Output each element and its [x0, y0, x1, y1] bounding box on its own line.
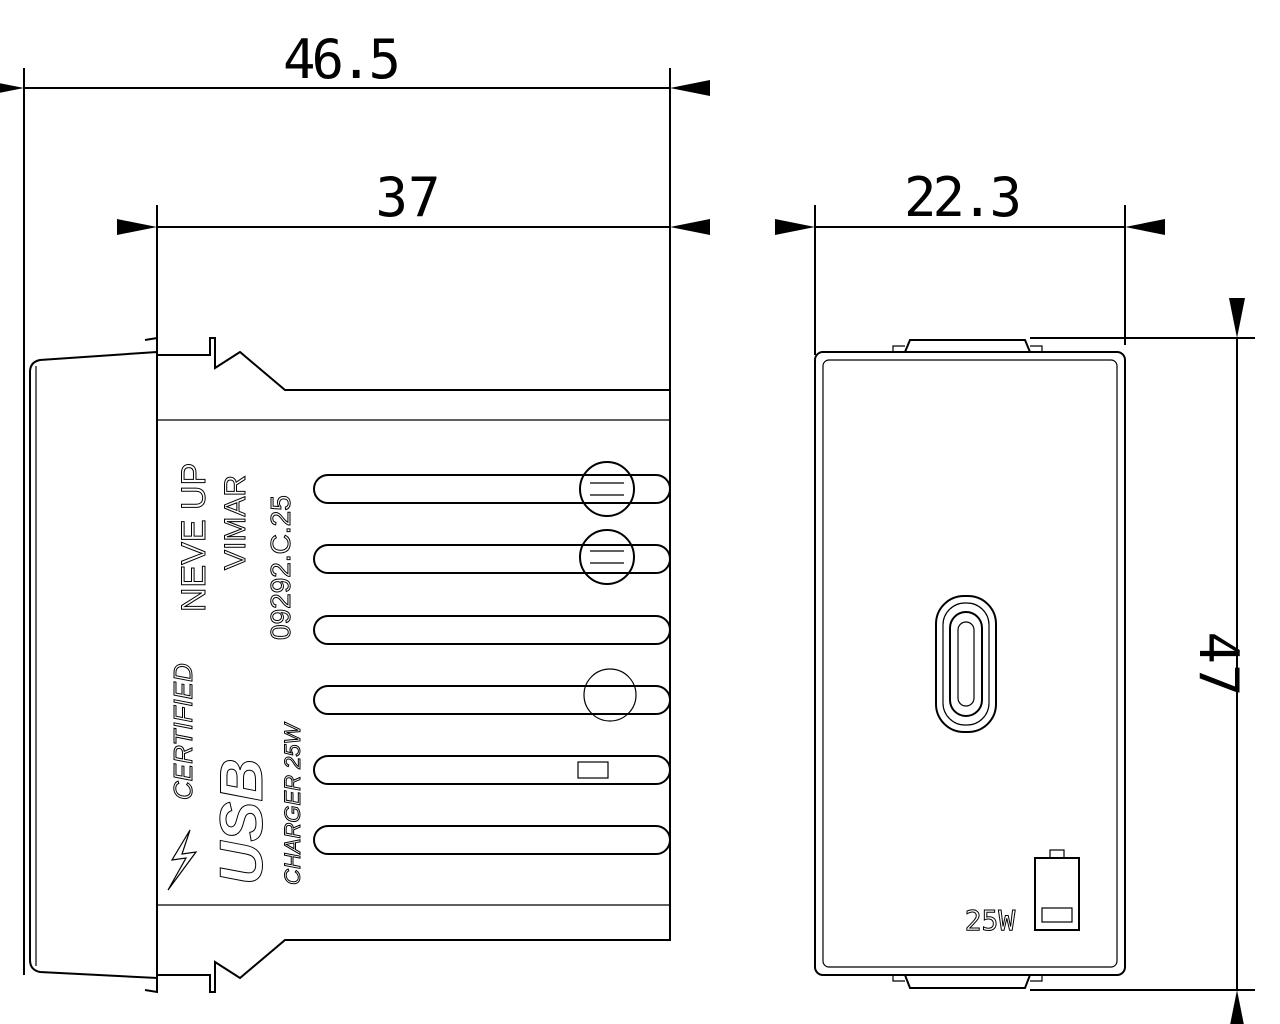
product-markings: NEVE UP VIMAR 09292.C.25 CERTIFIED USB C…: [167, 462, 306, 891]
charger-label: CHARGER 25W: [280, 721, 305, 885]
brand-label: VIMAR: [219, 475, 252, 570]
front-view: 25W: [814, 339, 1126, 989]
dimension-label: 47: [1187, 631, 1250, 696]
terminal-screw-icon: [579, 529, 635, 585]
dimension-label: 37: [375, 166, 440, 229]
dimension-label: 22.3: [904, 166, 1022, 229]
article-code-label: 09292.C.25: [265, 495, 296, 640]
power-rating-label: 25W: [965, 904, 1016, 937]
dimension-body-depth: 37: [117, 166, 710, 340]
battery-icon: [1034, 849, 1080, 931]
side-view: NEVE UP VIMAR 09292.C.25 CERTIFIED USB C…: [29, 336, 671, 994]
usb-c-port-icon: [935, 595, 997, 733]
brand-series-label: NEVE UP: [175, 463, 213, 612]
certified-label: CERTIFIED: [168, 663, 198, 800]
terminal-slots: [313, 474, 671, 855]
dimension-front-width: 22.3: [775, 166, 1165, 355]
dimension-label: 46.5: [283, 28, 401, 91]
dimension-front-height: 47: [1030, 298, 1255, 1024]
dimension-overall-depth: 46.5: [0, 28, 710, 975]
terminal-screw-icon: [579, 461, 635, 517]
usb-logo-label: USB: [208, 758, 275, 885]
lightning-icon: [167, 829, 198, 891]
